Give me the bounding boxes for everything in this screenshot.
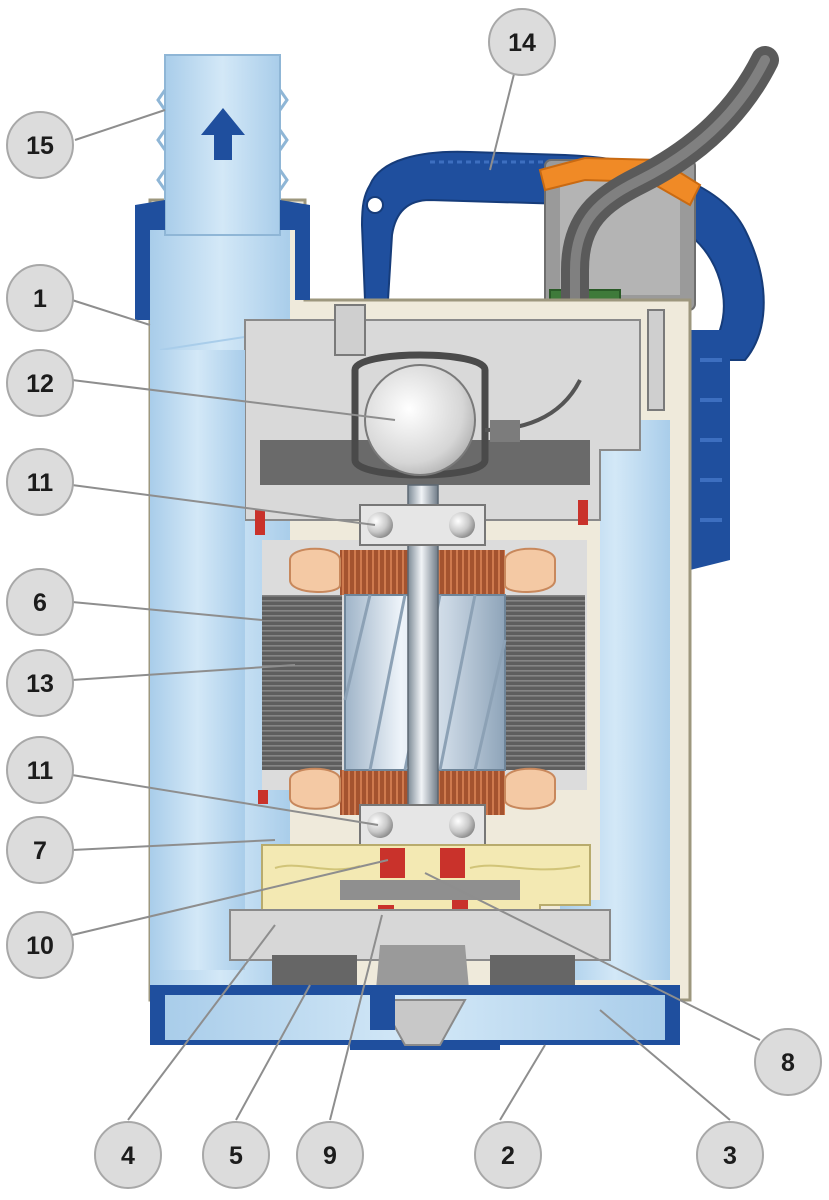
- callout-leaders: [71, 69, 761, 1121]
- svg-text:11: 11: [27, 469, 54, 497]
- svg-text:1: 1: [33, 285, 47, 313]
- svg-text:13: 13: [26, 670, 54, 698]
- svg-text:14: 14: [508, 29, 536, 57]
- o-ring-seals: [255, 500, 588, 804]
- pump-body: [229, 909, 611, 961]
- callout-13: 13: [6, 649, 74, 717]
- callout-7: 7: [6, 816, 74, 884]
- callout-2: 2: [474, 1121, 542, 1189]
- svg-text:12: 12: [26, 370, 54, 398]
- callout-4: 4: [94, 1121, 162, 1189]
- right-outer-housing: [690, 330, 730, 570]
- callout-8: 8: [754, 1028, 822, 1096]
- callout-11-upper: 11: [6, 448, 74, 516]
- callout-6: 6: [6, 568, 74, 636]
- power-cable: [561, 46, 779, 334]
- svg-text:4: 4: [121, 1142, 135, 1170]
- flow-up-arrow: [201, 108, 245, 160]
- callout-11-lower: 11: [6, 736, 74, 804]
- callout-10: 10: [6, 911, 74, 979]
- svg-text:7: 7: [33, 837, 47, 865]
- svg-text:11: 11: [27, 757, 54, 785]
- callout-9: 9: [296, 1121, 364, 1189]
- callout-12: 12: [6, 349, 74, 417]
- svg-text:6: 6: [33, 589, 47, 617]
- left-water-jacket: [150, 350, 245, 970]
- callout-3: 3: [696, 1121, 764, 1189]
- callout-15: 15: [6, 111, 74, 179]
- float-switch: [351, 351, 582, 479]
- callout-14: 14: [488, 8, 556, 76]
- pump-base: [150, 985, 680, 1050]
- svg-text:10: 10: [26, 932, 54, 960]
- callout-1: 1: [6, 264, 74, 332]
- upper-bearing: [359, 504, 486, 546]
- svg-text:5: 5: [229, 1142, 243, 1170]
- callouts: 15 1 12 11 6 13 11 7 10 4 5 9 2 3 8 14: [6, 8, 822, 1189]
- svg-text:8: 8: [781, 1049, 795, 1077]
- callout-5: 5: [202, 1121, 270, 1189]
- svg-text:3: 3: [723, 1142, 737, 1170]
- svg-text:15: 15: [26, 132, 54, 160]
- lower-bearing: [359, 804, 486, 846]
- svg-text:9: 9: [323, 1142, 337, 1170]
- svg-text:2: 2: [501, 1142, 515, 1170]
